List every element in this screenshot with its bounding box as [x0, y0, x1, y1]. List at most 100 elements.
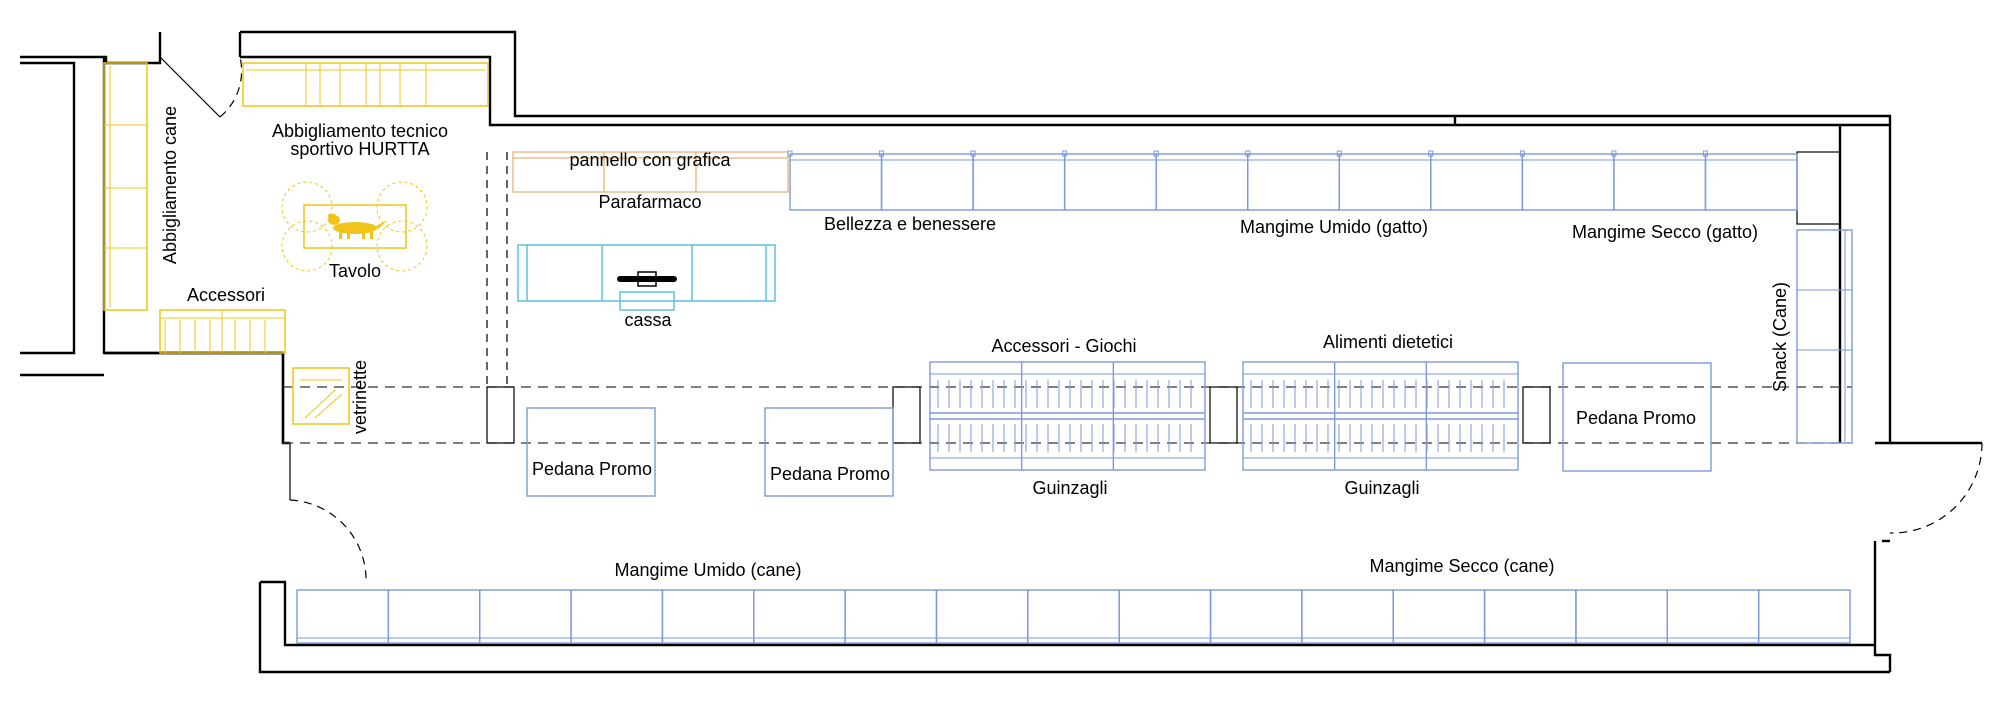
- bottom-shelf-bay: [661, 589, 755, 644]
- door-leaf-top: [159, 56, 221, 118]
- island-frame: [1242, 361, 1519, 471]
- entrance-furniture: [103, 62, 489, 425]
- top-shelf-bay: [1430, 153, 1524, 211]
- bottom-shelf-bay: [1392, 589, 1486, 644]
- label-accessori: Accessori: [187, 285, 265, 305]
- bottom-shelf-bay: [1757, 589, 1851, 644]
- label-pedana-promo-2: Pedana Promo: [770, 464, 890, 484]
- labels: Abbigliamento cane Abbigliamento tecnico…: [160, 106, 1790, 580]
- bottom-shelf-bay: [844, 589, 938, 644]
- columns: [486, 386, 1551, 444]
- top-shelf-post: [1519, 150, 1525, 157]
- bottom-shelf-bay: [1301, 589, 1394, 644]
- island-frame: [929, 361, 1206, 471]
- bottom-shelf-bay: [1666, 589, 1760, 644]
- pedana-promo-3: [1562, 362, 1712, 472]
- label-mangime-secco-gatto: Mangime Secco (gatto): [1572, 222, 1758, 242]
- cassa-register: [619, 291, 675, 311]
- panel-grafica-dividers: [513, 152, 788, 192]
- label-parafarmaco: Parafarmaco: [598, 192, 701, 212]
- shelf-abbigliamento-cane-dividers: [104, 66, 147, 307]
- wall-main-top-outer: [240, 30, 1892, 445]
- vetrinette-detail: [300, 379, 343, 419]
- top-shelf-bay: [1338, 153, 1432, 211]
- wall-bottom-outer: [258, 582, 1890, 674]
- top-shelf-bay: [1247, 153, 1340, 211]
- top-shelf-post: [1611, 150, 1617, 157]
- bottom-shelf-bay: [1118, 589, 1212, 644]
- label-abbigliamento-tecnico-1: Abbigliamento tecnico: [272, 121, 448, 141]
- top-shelf-bay: [1521, 153, 1615, 211]
- wall-entrance-room-top-inner: [240, 55, 515, 127]
- bottom-shelf-bay: [479, 589, 572, 644]
- snack-shelving: [1796, 229, 1853, 444]
- label-pedana-promo-3: Pedana Promo: [1576, 408, 1696, 428]
- bottom-shelf-bay: [753, 589, 846, 644]
- cassa-counter: [517, 244, 776, 311]
- label-mangime-umido-cane: Mangime Umido (cane): [614, 560, 801, 580]
- label-guinzagli-1: Guinzagli: [1032, 478, 1107, 498]
- top-shelf-post: [1062, 150, 1068, 157]
- column-1: [486, 386, 515, 444]
- label-pedana-promo-1: Pedana Promo: [532, 459, 652, 479]
- pedane-promo: [526, 362, 1712, 497]
- column-2: [892, 386, 921, 444]
- wall-left-pillar: [20, 61, 76, 355]
- wall-right-bottom: [1873, 541, 1892, 672]
- vetrinette: [292, 367, 350, 425]
- top-shelf-post: [787, 150, 793, 157]
- top-shelf-post: [879, 150, 885, 157]
- pedana-promo-1: [526, 407, 656, 497]
- wall-bottom-inner: [260, 580, 1875, 647]
- top-shelf-post: [1336, 150, 1342, 157]
- label-guinzagli-2: Guinzagli: [1344, 478, 1419, 498]
- column-3: [1209, 386, 1238, 444]
- chair-icon: [617, 271, 677, 287]
- bottom-shelf-bay: [1483, 589, 1577, 644]
- top-shelf-post: [1428, 150, 1434, 157]
- bottom-shelving: [296, 589, 1851, 644]
- top-shelf-bay: [880, 153, 974, 211]
- bottom-shelf-bay: [1209, 589, 1303, 644]
- doors: [159, 56, 1983, 583]
- label-tavolo: Tavolo: [329, 261, 381, 281]
- label-cassa: cassa: [624, 310, 672, 330]
- parafarmaco-panel: [512, 151, 789, 193]
- island-alimenti-dietetici: [1242, 361, 1519, 471]
- bottom-shelf-bay: [387, 589, 481, 644]
- pedana-promo-2: [764, 407, 894, 497]
- top-shelf-post: [1702, 150, 1708, 157]
- aisle-lines: [283, 152, 1852, 444]
- top-shelf-bay: [1063, 153, 1157, 211]
- dachshund-icon: [328, 214, 388, 239]
- cassa-desk-dividers: [526, 245, 767, 301]
- panel-grafica: [512, 151, 789, 193]
- bottom-shelf-bay: [1027, 589, 1120, 644]
- shelf-snack-cane: [1796, 229, 1853, 444]
- shelf-abbigliamento-cane: [103, 62, 148, 311]
- shelf-accessori-dividers: [160, 310, 285, 353]
- corner-block: [1796, 151, 1841, 225]
- label-alimenti-dietetici: Alimenti dietetici: [1323, 332, 1453, 352]
- door-swing-left: [289, 499, 367, 583]
- label-abbigliamento-cane: Abbigliamento cane: [160, 106, 180, 264]
- label-bellezza: Bellezza e benessere: [824, 214, 996, 234]
- top-shelf-bay: [789, 153, 883, 211]
- bottom-shelf-bay: [1575, 589, 1668, 644]
- shelf-snack-dividers: [1797, 230, 1852, 443]
- column-4: [1522, 386, 1551, 444]
- label-pannello: pannello con grafica: [569, 150, 731, 170]
- label-snack-cane: Snack (Cane): [1770, 282, 1790, 392]
- bottom-shelf-bay: [570, 589, 664, 644]
- top-shelf-post: [970, 150, 976, 157]
- top-shelving: [787, 150, 1798, 211]
- label-abbigliamento-tecnico-2: sportivo HURTTA: [290, 139, 429, 159]
- top-shelf-bay: [1704, 153, 1798, 211]
- top-shelf-bay: [1155, 153, 1249, 211]
- bottom-shelf-bay: [935, 589, 1029, 644]
- bottom-shelf-bay: [296, 589, 390, 644]
- cassa-desk: [517, 244, 776, 302]
- shelf-hurtta-dividers: [246, 63, 485, 106]
- island-accessori-giochi: [929, 361, 1206, 471]
